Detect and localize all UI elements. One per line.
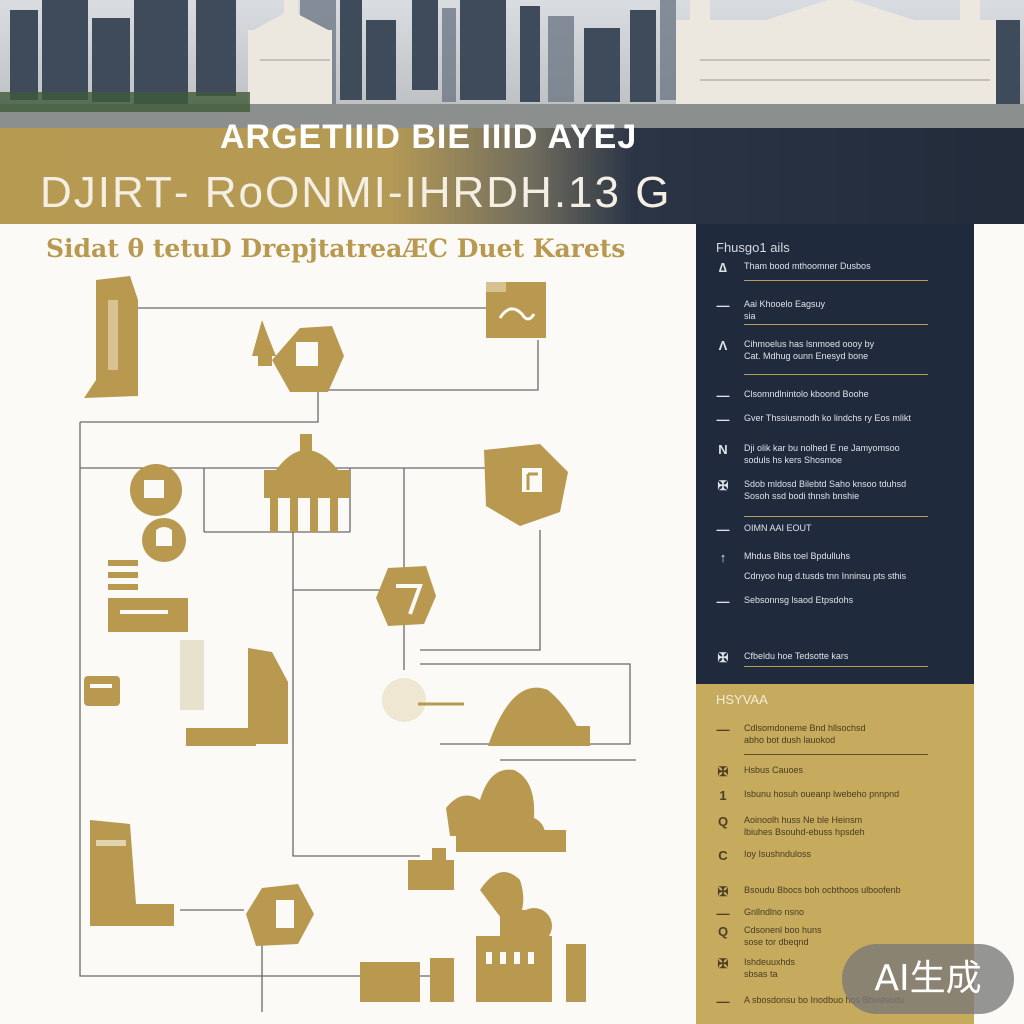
flow-diagram <box>0 224 696 1024</box>
legend-glyph-icon: Q <box>717 814 729 829</box>
legend-glyph-icon: Λ <box>718 338 728 353</box>
legend-glyph-icon: — <box>716 298 730 313</box>
legend-item-text: Mhdus Bibs toel Bpdulluhs <box>744 551 851 561</box>
legend-item-text: Dji olik kar bu nolhed E ne Jamyomsoo so… <box>744 443 900 465</box>
card-icon <box>84 676 120 706</box>
legend-item-text: Cdlsomdoneme Bnd hllsochsd abho bot dush… <box>744 723 866 745</box>
divider <box>744 324 928 325</box>
divider <box>744 280 928 281</box>
connector <box>420 530 541 651</box>
legend-glyph-icon: 1 <box>719 788 727 803</box>
legend-glyph-icon: — <box>716 906 730 921</box>
tower-icon <box>84 276 138 398</box>
hexagon-badge-icon <box>272 326 344 392</box>
legend-glyph-icon: N <box>718 442 728 457</box>
legend-item-text: Tham bood mthoomner Dusbos <box>744 261 871 271</box>
legend-item-text: Aai Khooelo Eagsuy sia <box>744 299 826 321</box>
hexagon-badge-icon <box>246 884 314 946</box>
skyline-photo-banner <box>0 0 1024 128</box>
folder-square-icon <box>486 282 546 338</box>
legend-glyph-icon: C <box>718 848 728 863</box>
ai-generated-badge: AI生成 <box>842 944 1014 1014</box>
legend-glyph-icon: ∆ <box>719 260 727 275</box>
legend-glyph-icon: Q <box>717 924 729 939</box>
legend-glyph-icon: — <box>716 994 730 1009</box>
banner-subtitle: DJIRT‐ RoONMI-IHRDH.13 G <box>40 168 672 217</box>
legend-glyph-icon: — <box>716 412 730 427</box>
legend-item-text: Aoinoolh huss Ne ble Heinsm lbiuhes Bsou… <box>744 815 865 837</box>
round-badge-icon <box>142 518 186 562</box>
legend-glyph-icon: ↑ <box>719 550 727 565</box>
legend-glyph-icon: — <box>716 388 730 403</box>
diagram-subtitle: Sidat θ tetuD DrepjtatreaÆC Duet Karets <box>46 234 626 263</box>
legend-glyph-icon: ✠ <box>717 478 729 493</box>
legend-glyph-icon: ✠ <box>717 956 729 971</box>
pagoda-icon <box>252 320 276 366</box>
legend-item-text: Clsomndlnintolo kboond Boohe <box>744 389 869 399</box>
legend-item-text: OIMN AAI EOUT <box>744 523 812 533</box>
legend-item-text: Ioy Isushnduloss <box>744 849 812 859</box>
city-block-icon <box>180 640 288 746</box>
legend-glyph-icon: — <box>716 522 730 537</box>
connector <box>318 340 539 391</box>
legend-panel-dark: Fhusgo1 ails ∆ Tham bood mthoomner Dusbo… <box>696 224 974 684</box>
legend-heading: Fhusgo1 ails <box>716 240 790 255</box>
legend-item-text: Ishdeuuxhds sbsas ta <box>744 957 796 979</box>
legend-item-text: Cfbeldu hoe Tedsotte kars <box>744 651 849 661</box>
connector <box>79 422 440 977</box>
connector <box>292 532 420 857</box>
document-stack-icon <box>108 560 188 632</box>
divider <box>744 516 928 517</box>
pillar-icon <box>90 820 174 926</box>
legend-glyph-icon: ✠ <box>717 764 729 779</box>
pointer-icon <box>382 678 464 722</box>
title-band <box>0 128 1024 224</box>
legend-item-text: Cdsonenl boo huns sose tor dbeqnd <box>744 925 822 947</box>
divider <box>744 374 928 375</box>
legend-item-text: Sdob mldosd Bilebtd Saho knsoo tduhsd So… <box>744 479 907 501</box>
legend-glyph-icon: ✠ <box>717 650 729 665</box>
arch-building-icon <box>488 687 590 746</box>
legend-glyph-icon: — <box>716 722 730 737</box>
skyline-illustration <box>0 0 1024 128</box>
legend-item-text: Cdnyoo hug d.tusds tnn Inninsu pts sthis <box>744 571 907 581</box>
flag-hexagon-icon <box>484 444 568 526</box>
divider <box>744 666 928 667</box>
legend-item-text: Hsbus Cauoes <box>744 765 804 775</box>
round-badge-icon <box>130 464 182 516</box>
diagram-canvas <box>79 276 636 1012</box>
legend-item-text: Isbunu hosuh oueanp lwebeho pnnpnd <box>744 789 900 799</box>
legend-heading: HSYVAA <box>716 692 768 707</box>
legend-glyph-icon: — <box>716 594 730 609</box>
legend-item-text: Cihmoelus has lsnmoed oooy by Cat. Mdhug… <box>744 339 875 361</box>
legend-item-text: Bsoudu Bbocs boh ocbthoos ulboofenb <box>744 885 901 895</box>
palace-icon <box>264 434 350 532</box>
mountain-icon <box>446 769 566 852</box>
town-icon <box>360 910 586 1002</box>
banner-title: ARGETIIID BIE IIID AYEJ <box>220 118 638 156</box>
legend-item-text: Gnllndlno nsno <box>744 907 805 917</box>
legend-item-text: Gver Thssiusmodh ko lindchs ry Eos mlikt <box>744 413 911 423</box>
legend-item-text: Sebsonnsg lsaod Etpsdohs <box>744 595 854 605</box>
hexagon-badge-icon <box>376 566 436 626</box>
divider <box>744 754 928 755</box>
legend-glyph-icon: ✠ <box>717 884 729 899</box>
house-icon <box>408 848 454 890</box>
